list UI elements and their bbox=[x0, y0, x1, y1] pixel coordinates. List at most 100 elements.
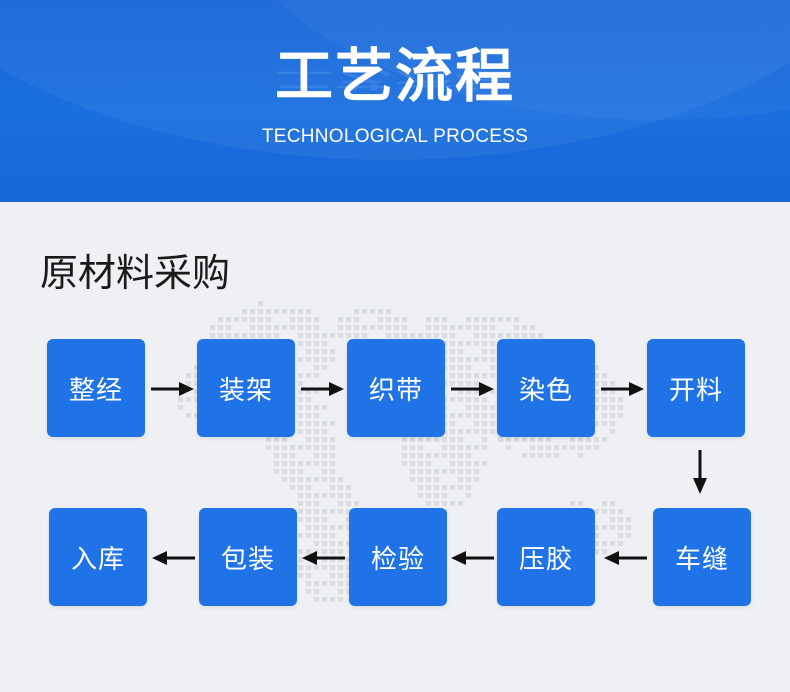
map-dot bbox=[618, 509, 623, 514]
map-dot bbox=[250, 325, 255, 330]
map-dot bbox=[482, 333, 487, 338]
map-dot bbox=[602, 437, 607, 442]
map-dot bbox=[330, 581, 335, 586]
map-dot bbox=[434, 485, 439, 490]
map-dot bbox=[322, 517, 327, 522]
map-dot bbox=[274, 461, 279, 466]
map-dot bbox=[538, 437, 543, 442]
map-dot bbox=[474, 461, 479, 466]
map-dot bbox=[490, 405, 495, 410]
map-dot bbox=[402, 325, 407, 330]
map-dot bbox=[474, 445, 479, 450]
map-dot bbox=[466, 365, 471, 370]
map-dot bbox=[194, 381, 199, 386]
map-dot bbox=[514, 333, 519, 338]
map-dot bbox=[362, 333, 367, 338]
map-dot bbox=[282, 477, 287, 482]
map-dot bbox=[458, 357, 463, 362]
map-dot bbox=[258, 317, 263, 322]
map-dot bbox=[282, 453, 287, 458]
map-dot bbox=[314, 445, 319, 450]
map-dot bbox=[338, 325, 343, 330]
map-dot bbox=[466, 405, 471, 410]
map-dot bbox=[418, 453, 423, 458]
map-dot bbox=[322, 533, 327, 538]
map-dot bbox=[434, 469, 439, 474]
map-dot bbox=[450, 333, 455, 338]
map-dot bbox=[306, 533, 311, 538]
map-dot bbox=[346, 501, 351, 506]
right-arrow-icon bbox=[151, 382, 194, 396]
map-dot bbox=[306, 501, 311, 506]
map-dot bbox=[338, 333, 343, 338]
map-dot bbox=[490, 429, 495, 434]
map-dot bbox=[338, 509, 343, 514]
map-dot bbox=[226, 333, 231, 338]
map-dot bbox=[394, 317, 399, 322]
map-dot bbox=[610, 413, 615, 418]
map-dot bbox=[306, 461, 311, 466]
map-dot bbox=[298, 565, 303, 570]
map-dot bbox=[466, 445, 471, 450]
map-dot bbox=[482, 317, 487, 322]
map-dot bbox=[410, 461, 415, 466]
map-dot bbox=[450, 341, 455, 346]
map-dot bbox=[282, 445, 287, 450]
map-dot bbox=[410, 437, 415, 442]
map-dot bbox=[378, 309, 383, 314]
map-dot bbox=[482, 357, 487, 362]
map-dot bbox=[434, 453, 439, 458]
map-dot bbox=[402, 437, 407, 442]
map-dot bbox=[322, 461, 327, 466]
map-dot bbox=[602, 549, 607, 554]
map-dot bbox=[610, 517, 615, 522]
map-dot bbox=[466, 477, 471, 482]
map-dot bbox=[514, 437, 519, 442]
map-dot bbox=[538, 453, 543, 458]
map-dot bbox=[306, 493, 311, 498]
map-dot bbox=[258, 325, 263, 330]
map-dot bbox=[410, 477, 415, 482]
map-dot bbox=[474, 381, 479, 386]
map-dot bbox=[330, 565, 335, 570]
map-dot bbox=[466, 469, 471, 474]
map-dot bbox=[450, 445, 455, 450]
map-dot bbox=[298, 397, 303, 402]
map-dot bbox=[194, 413, 199, 418]
map-dot bbox=[298, 325, 303, 330]
map-dot bbox=[578, 445, 583, 450]
map-dot bbox=[522, 453, 527, 458]
map-dot bbox=[306, 309, 311, 314]
map-dot bbox=[330, 349, 335, 354]
map-dot bbox=[610, 501, 615, 506]
step-label: 开料 bbox=[668, 375, 723, 406]
map-dot bbox=[298, 493, 303, 498]
map-dot bbox=[474, 397, 479, 402]
map-dot bbox=[466, 317, 471, 322]
map-dot bbox=[330, 597, 335, 602]
map-dot bbox=[298, 557, 303, 562]
map-dot bbox=[602, 397, 607, 402]
map-dot bbox=[306, 485, 311, 490]
map-dot bbox=[594, 509, 599, 514]
map-dot bbox=[314, 525, 319, 530]
map-dot bbox=[602, 509, 607, 514]
map-dot bbox=[306, 405, 311, 410]
map-dot bbox=[306, 325, 311, 330]
map-dot bbox=[474, 429, 479, 434]
map-dot bbox=[426, 317, 431, 322]
map-dot bbox=[442, 445, 447, 450]
map-dot bbox=[298, 549, 303, 554]
map-dot bbox=[306, 437, 311, 442]
step-box-packing: 包装 bbox=[199, 508, 297, 606]
map-dot bbox=[426, 493, 431, 498]
map-dot bbox=[322, 493, 327, 498]
map-dot bbox=[274, 309, 279, 314]
map-dot bbox=[610, 429, 615, 434]
map-dot bbox=[474, 373, 479, 378]
map-dot bbox=[330, 509, 335, 514]
map-dot bbox=[298, 469, 303, 474]
map-dot bbox=[402, 453, 407, 458]
step-label: 整经 bbox=[68, 375, 123, 406]
map-dot bbox=[466, 413, 471, 418]
